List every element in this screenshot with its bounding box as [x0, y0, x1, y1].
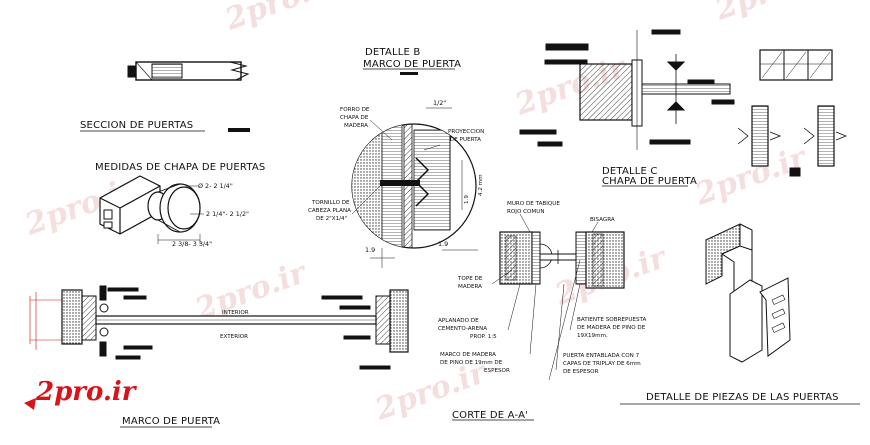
- puerta-label: CAPAS DE TRIPLAY DE 6mm: [563, 361, 641, 367]
- watermark-text: 2pro.ir: [220, 0, 343, 38]
- muro-label: MURO DE TABIQUE: [507, 201, 560, 207]
- tope-label: TOPE DE: [457, 276, 483, 282]
- dimension-label: 4.2 mm: [478, 174, 484, 196]
- knob-dimension: 2 1/4"- 2 1/2": [206, 210, 249, 218]
- marco-madera-label: MARCO DE MADERA: [440, 352, 496, 358]
- corte-title: CORTE DE A-A': [452, 410, 528, 421]
- door-frame-plan: [29, 285, 409, 370]
- batiente-label: 19X19mm.: [577, 333, 608, 339]
- marco-madera-label: ESPESOR: [484, 368, 510, 374]
- forro-label: CHAPA DE: [340, 115, 369, 121]
- tope-label: MADERA: [458, 284, 482, 290]
- tornillo-label: TORNILLO DE: [311, 200, 350, 206]
- brand-text: 2pro.ir: [35, 377, 138, 407]
- puerta-label: PUERTA ENTABLADA CON 7: [563, 353, 640, 359]
- detail-c-lock: [519, 29, 735, 150]
- interior-label: INTERIOR: [222, 310, 249, 316]
- dimension-label: 1.9: [438, 240, 448, 248]
- piezas-title: DETALLE DE PIEZAS DE LAS PUERTAS: [646, 392, 839, 403]
- puerta-label: DE ESPESOR: [563, 369, 599, 375]
- tornillo-label: CABEZA PLANA: [308, 208, 351, 214]
- forro-label: MADERA: [344, 123, 368, 129]
- exterior-label: EXTERIOR: [220, 334, 248, 340]
- dimension-label: 1.9: [464, 195, 470, 204]
- batiente-label: DE MADERA DE PINO DE: [577, 325, 646, 331]
- seccion-title: SECCION DE PUERTAS: [80, 120, 193, 131]
- door-section-sketch: [127, 61, 250, 81]
- brand-arrow-icon: [24, 398, 36, 410]
- aplanado-label: CEMENTO-ARENA: [438, 326, 487, 332]
- aplanado-label: APLANADO DE: [438, 318, 479, 324]
- detalle-b-title: DETALLE B: [365, 47, 421, 58]
- medidas-title: MEDIDAS DE CHAPA DE PUERTAS: [95, 162, 265, 173]
- detalle-b-subtitle: MARCO DE PUERTA: [363, 59, 461, 70]
- batiente-label: BATIENTE SOBREPUESTA: [577, 317, 646, 323]
- marco-title: MARCO DE PUERTA: [122, 416, 220, 427]
- knob-dimension: Ø 2- 2 1/4": [198, 182, 233, 190]
- corte-aa-section: [499, 231, 625, 289]
- muro-label: ROJO COMUN: [507, 209, 545, 215]
- bisagra-label: BISAGRA: [590, 217, 615, 223]
- marco-madera-label: DE PINO DE 19mm DE: [440, 360, 503, 366]
- detalle-c-subtitle: CHAPA DE PUERTA: [602, 176, 697, 187]
- door-elevation-details: [737, 49, 848, 177]
- brand-logo: 2pro.ir: [24, 377, 138, 410]
- tornillo-label: DE 2"X1/4": [316, 216, 348, 222]
- proyeccion-label: DE PUERTA: [450, 137, 481, 143]
- aplanado-label: PROP. 1:5: [470, 334, 497, 340]
- knob-dimension: 2 3/8- 3 3/4": [172, 240, 212, 248]
- proyeccion-label: PROYECCION: [448, 129, 484, 135]
- watermark-text: 2pro.ir: [710, 0, 833, 28]
- forro-label: FORRO DE: [340, 107, 370, 113]
- dimension-label: 1.9: [365, 246, 375, 254]
- door-pieces-isometric: [705, 223, 791, 363]
- detail-b-circle: [351, 123, 477, 249]
- detalle-c-title: DETALLE C: [602, 166, 658, 177]
- half-inch-dimension: 1/2": [433, 99, 446, 107]
- door-knob-isometric: [99, 175, 201, 235]
